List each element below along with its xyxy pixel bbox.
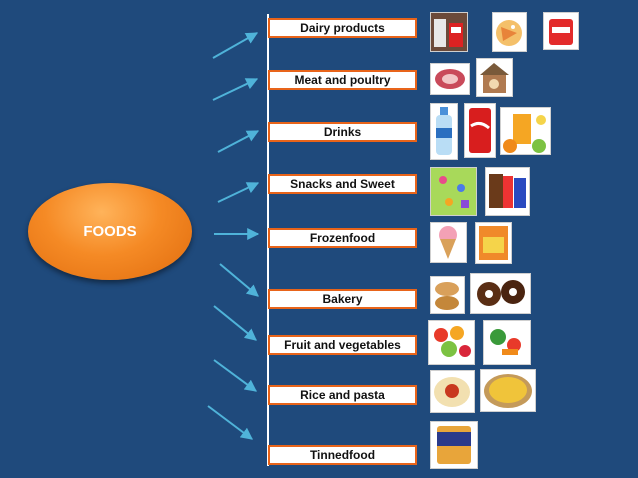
milk-carton-icon	[430, 12, 468, 52]
bread-icon	[430, 276, 465, 314]
category-dairy: Dairy products	[268, 18, 417, 38]
category-bakery: Bakery	[268, 289, 417, 309]
ice-cream-icon	[430, 222, 467, 263]
fruits-icon	[428, 320, 475, 365]
chicken-icon	[476, 58, 513, 97]
orange-juice-icon	[500, 107, 551, 155]
category-snacks: Snacks and Sweet	[268, 174, 417, 194]
category-frozen: Frozenfood	[268, 228, 417, 248]
chocolate-bars-icon	[485, 167, 530, 216]
category-meat: Meat and poultry	[268, 70, 417, 90]
arrow-tinned	[207, 405, 253, 440]
arrow-drinks	[217, 130, 260, 153]
vegetables-icon	[483, 320, 531, 365]
candy-icon	[430, 167, 477, 216]
arrow-fruit	[213, 305, 257, 341]
arrow-rice	[213, 359, 257, 392]
arrow-meat	[212, 78, 259, 101]
arrow-bakery	[219, 263, 259, 297]
tin-can-icon	[430, 421, 478, 469]
frozen-fries-icon	[475, 222, 512, 264]
category-rice-pasta: Rice and pasta	[268, 385, 417, 405]
category-tinned: Tinnedfood	[268, 445, 417, 465]
foods-root-label: FOODS	[83, 223, 137, 240]
cheese-icon	[492, 12, 527, 52]
cola-can-icon	[464, 103, 496, 158]
arrow-dairy	[212, 32, 259, 59]
steak-icon	[430, 63, 470, 95]
arrow-snacks	[217, 182, 260, 203]
donuts-icon	[470, 273, 531, 314]
foods-root-node: FOODS	[28, 183, 192, 280]
water-bottle-icon	[430, 103, 458, 160]
category-drinks: Drinks	[268, 122, 417, 142]
yogurt-icon	[543, 12, 579, 50]
category-fruit-veg: Fruit and vegetables	[268, 335, 417, 355]
spaghetti-icon	[430, 370, 475, 413]
rice-dish-icon	[480, 369, 536, 412]
